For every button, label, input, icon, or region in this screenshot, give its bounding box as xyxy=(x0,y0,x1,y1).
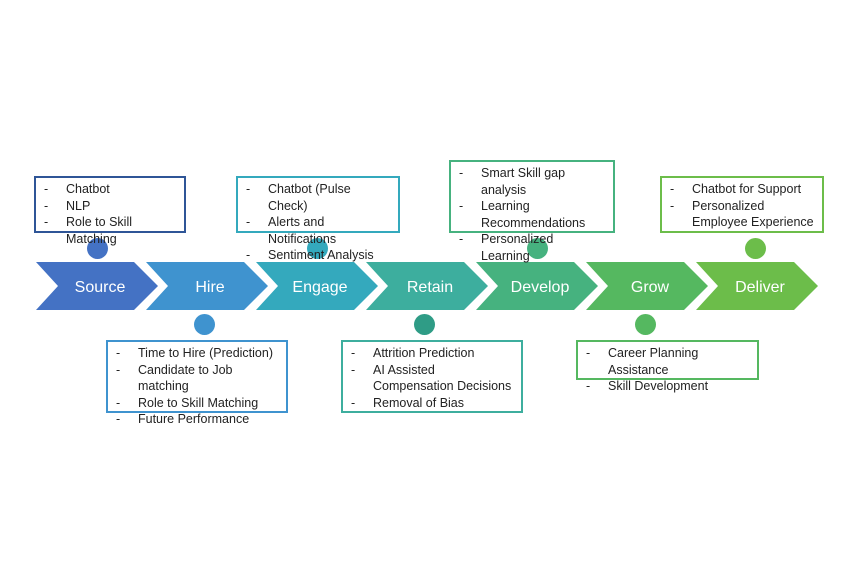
stage-label-source: Source xyxy=(75,279,126,296)
callout-hire: -Time to Hire (Prediction) -Candidate to… xyxy=(106,340,288,426)
connector-dot-develop xyxy=(527,238,548,259)
callout-grow: -Career Planning Assistance -Skill Devel… xyxy=(576,340,759,393)
chevron-engage xyxy=(256,262,378,310)
callout-item: -Role to Skill Matching xyxy=(116,395,259,410)
callout-source: -Chatbot -NLP -Role to Skill Matching xyxy=(34,176,186,246)
callout-item: -AI Assisted Compensation Decisions xyxy=(351,362,512,394)
callout-engage: -Chatbot (Pulse Check) -Alerts and Notif… xyxy=(236,176,400,262)
connector-dot-hire xyxy=(194,314,215,335)
callout-item: -Alerts and Notifications xyxy=(246,215,337,246)
chevron-retain xyxy=(366,262,488,310)
connector-dot-deliver xyxy=(745,238,766,259)
connector-dot-source xyxy=(87,238,108,259)
callout-item: -Chatbot (Pulse Check) xyxy=(246,182,351,213)
chevron-source xyxy=(36,262,158,310)
callout-item: -NLP xyxy=(44,198,91,213)
callout-item: -Candidate to Job matching xyxy=(116,362,233,394)
callout-develop: -Smart Skill gap analysis -Learning Reco… xyxy=(449,160,615,263)
callout-item: -Time to Hire (Prediction) xyxy=(116,346,273,360)
callout-item: -Role to Skill Matching xyxy=(44,215,132,246)
chevron-develop xyxy=(476,262,598,310)
stage-label-engage: Engage xyxy=(292,279,347,296)
callout-item: -Personalized Employee Experience xyxy=(670,198,814,230)
connector-dot-grow xyxy=(635,314,656,335)
stage-label-deliver: Deliver xyxy=(735,279,785,296)
callout-item: -Chatbot for Support xyxy=(670,182,802,196)
callout-item: -Chatbot xyxy=(44,182,110,196)
chevron-grow xyxy=(586,262,708,310)
callout-item: -Future Performance xyxy=(116,412,250,427)
connector-dot-engage xyxy=(307,238,328,259)
stage-label-retain: Retain xyxy=(407,279,453,296)
callout-item: -Career Planning Assistance xyxy=(586,346,699,377)
chevron-hire xyxy=(146,262,268,310)
callout-item: -Removal of Bias xyxy=(351,395,465,410)
callout-item: -Skill Development xyxy=(586,379,709,394)
connector-dot-retain xyxy=(414,314,435,335)
stage-label-grow: Grow xyxy=(631,279,670,296)
stage-label-hire: Hire xyxy=(195,279,224,296)
callout-deliver: -Chatbot for Support -Personalized Emplo… xyxy=(660,176,824,233)
callout-item: -Personalized Learning xyxy=(459,232,554,263)
callout-item: -Attrition Prediction xyxy=(351,346,475,360)
callout-item: -Smart Skill gap analysis xyxy=(459,166,566,197)
stage-label-develop: Develop xyxy=(511,279,570,296)
callout-retain: -Attrition Prediction -AI Assisted Compe… xyxy=(341,340,523,413)
chevron-deliver xyxy=(696,262,818,310)
callout-item: -Learning Recommendations xyxy=(459,199,586,230)
callout-item: -Sentiment Analysis xyxy=(246,248,374,263)
